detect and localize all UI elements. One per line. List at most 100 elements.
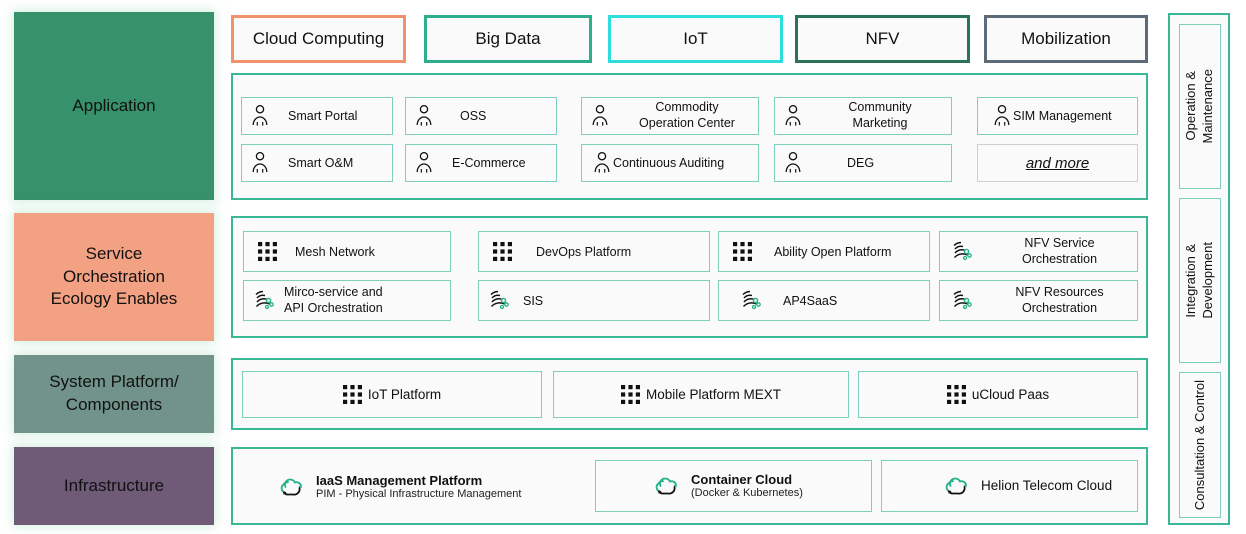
- tag-big-data[interactable]: Big Data: [424, 15, 592, 63]
- tag-mobilization-label: Mobilization: [1021, 29, 1111, 48]
- layer-label-application: Application: [14, 12, 214, 200]
- rail-item-integration-development-label: Integration & Development: [1183, 242, 1215, 319]
- app-item-and-more[interactable]: and more: [977, 144, 1138, 182]
- infra-item-container-cloud-title: Container Cloud: [691, 471, 793, 487]
- vertical-rail-container: Operation & Maintenance Integration & De…: [1168, 13, 1230, 525]
- platform-item-ucloud-paas-label: uCloud Paas: [971, 387, 1050, 402]
- service-item-nfv-service-orchestration-label: NFV Service Orchestration: [1021, 235, 1098, 266]
- dot-grid-icon: [620, 385, 640, 404]
- layer-label-application-text: Application: [72, 95, 156, 115]
- service-item-mesh-network-label: Mesh Network: [295, 244, 375, 259]
- app-item-sim-management[interactable]: SIM Management: [977, 97, 1138, 135]
- application-row-container: Smart Portal OSS Commodity Operation Cen…: [231, 73, 1148, 200]
- orchestration-icon: [490, 290, 509, 309]
- dot-grid-icon: [493, 242, 512, 261]
- app-item-and-more-label: and more: [1025, 154, 1090, 172]
- tag-nfv[interactable]: NFV: [795, 15, 970, 63]
- service-item-sis-label: SIS: [523, 293, 544, 308]
- rail-item-operation-maintenance-label: Operation & Maintenance: [1183, 69, 1215, 144]
- app-item-deg[interactable]: DEG: [774, 144, 952, 182]
- orchestration-icon: [255, 290, 274, 309]
- platform-item-iot-platform-label: IoT Platform: [367, 387, 442, 402]
- person-icon: [785, 151, 801, 173]
- rail-item-consultation-control-label: Consultation & Control: [1191, 379, 1207, 511]
- layer-label-platform: System Platform/ Components: [14, 355, 214, 433]
- app-item-deg-label: DEG: [847, 156, 875, 170]
- service-item-micro-service-api-orchestration[interactable]: Mirco-service and API Orchestration: [243, 280, 451, 321]
- layer-label-service-text: Service Orchestration Ecology Enables: [50, 243, 178, 309]
- rail-item-consultation-control[interactable]: Consultation & Control: [1179, 372, 1221, 518]
- service-item-nfv-resources-orchestration-label: NFV Resources Orchestration: [1015, 284, 1104, 315]
- service-item-mesh-network[interactable]: Mesh Network: [243, 231, 451, 272]
- person-icon: [252, 104, 268, 126]
- service-item-nfv-service-orchestration[interactable]: NFV Service Orchestration: [939, 231, 1138, 272]
- service-item-ability-open-platform[interactable]: Ability Open Platform: [718, 231, 930, 272]
- orchestration-icon: [953, 290, 972, 309]
- service-item-ability-open-platform-label: Ability Open Platform: [774, 244, 892, 259]
- tag-cloud-computing[interactable]: Cloud Computing: [231, 15, 406, 63]
- app-item-e-commerce[interactable]: E-Commerce: [405, 144, 557, 182]
- platform-item-ucloud-paas[interactable]: uCloud Paas: [858, 371, 1138, 418]
- dot-grid-icon: [342, 385, 362, 404]
- app-item-continuous-auditing-label: Continuous Auditing: [613, 156, 725, 170]
- cloud-sync-icon: [280, 478, 302, 496]
- layer-label-service: Service Orchestration Ecology Enables: [14, 213, 214, 341]
- app-item-smart-om-label: Smart O&M: [288, 156, 354, 170]
- dot-grid-icon: [258, 242, 277, 261]
- service-row-container: Mesh Network DevOps Platform Ability: [231, 216, 1148, 338]
- tag-mobilization[interactable]: Mobilization: [984, 15, 1148, 63]
- app-item-smart-portal-label: Smart Portal: [288, 109, 358, 123]
- infra-item-iaas-management-platform[interactable]: IaaS Management Platform PIM - Physical …: [277, 463, 617, 511]
- tag-iot[interactable]: IoT: [608, 15, 783, 63]
- app-item-community-marketing[interactable]: Community Marketing: [774, 97, 952, 135]
- layer-label-infrastructure-text: Infrastructure: [63, 475, 165, 495]
- tag-big-data-label: Big Data: [475, 29, 541, 48]
- service-item-ap4saas[interactable]: AP4SaaS: [718, 280, 930, 321]
- app-item-commodity-operation-center[interactable]: Commodity Operation Center: [581, 97, 759, 135]
- app-item-smart-portal[interactable]: Smart Portal: [241, 97, 393, 135]
- app-item-e-commerce-label: E-Commerce: [452, 156, 526, 170]
- infra-item-container-cloud-subtitle: (Docker & Kubernetes): [691, 487, 803, 500]
- tag-cloud-computing-label: Cloud Computing: [252, 29, 385, 48]
- app-item-smart-om[interactable]: Smart O&M: [241, 144, 393, 182]
- service-item-ap4saas-label: AP4SaaS: [783, 293, 838, 308]
- person-icon: [594, 151, 610, 173]
- service-item-devops-platform-label: DevOps Platform: [536, 244, 632, 259]
- person-icon: [416, 151, 432, 173]
- infra-item-helion-telecom-cloud[interactable]: Helion Telecom Cloud: [881, 460, 1138, 512]
- orchestration-icon: [953, 241, 972, 260]
- person-icon: [994, 104, 1010, 126]
- service-item-devops-platform[interactable]: DevOps Platform: [478, 231, 710, 272]
- app-item-oss[interactable]: OSS: [405, 97, 557, 135]
- person-icon: [592, 104, 608, 126]
- dot-grid-icon: [946, 385, 966, 404]
- dot-grid-icon: [733, 242, 752, 261]
- person-icon: [785, 104, 801, 126]
- layer-label-platform-text: System Platform/ Components: [49, 372, 179, 414]
- layer-label-infrastructure: Infrastructure: [14, 447, 214, 525]
- service-item-sis[interactable]: SIS: [478, 280, 710, 321]
- orchestration-icon: [742, 290, 761, 309]
- service-item-micro-service-api-orchestration-label: Mirco-service and API Orchestration: [284, 284, 383, 315]
- platform-item-iot-platform[interactable]: IoT Platform: [242, 371, 542, 418]
- app-item-sim-management-label: SIM Management: [1013, 109, 1112, 123]
- tag-iot-label: IoT: [683, 29, 708, 48]
- infra-item-container-cloud[interactable]: Container Cloud (Docker & Kubernetes): [595, 460, 872, 512]
- service-item-nfv-resources-orchestration[interactable]: NFV Resources Orchestration: [939, 280, 1138, 321]
- infra-item-container-cloud-text: Container Cloud (Docker & Kubernetes): [691, 472, 803, 501]
- app-item-commodity-operation-center-label: Commodity Operation Center: [639, 100, 735, 130]
- app-item-continuous-auditing[interactable]: Continuous Auditing: [581, 144, 759, 182]
- person-icon: [252, 151, 268, 173]
- platform-row-container: IoT Platform Mobile Platform MEXT uC: [231, 358, 1148, 430]
- platform-item-mobile-platform-mext[interactable]: Mobile Platform MEXT: [553, 371, 849, 418]
- infra-item-helion-title: Helion Telecom Cloud: [981, 477, 1113, 493]
- platform-item-mobile-platform-mext-label: Mobile Platform MEXT: [645, 387, 782, 402]
- infra-item-iaas-text: IaaS Management Platform PIM - Physical …: [316, 473, 521, 502]
- rail-item-integration-development[interactable]: Integration & Development: [1179, 198, 1221, 363]
- rail-item-operation-maintenance[interactable]: Operation & Maintenance: [1179, 24, 1221, 189]
- tag-nfv-label: NFV: [865, 29, 900, 48]
- app-item-oss-label: OSS: [460, 109, 487, 123]
- infra-item-helion-text: Helion Telecom Cloud: [981, 478, 1112, 494]
- cloud-sync-icon: [945, 477, 967, 495]
